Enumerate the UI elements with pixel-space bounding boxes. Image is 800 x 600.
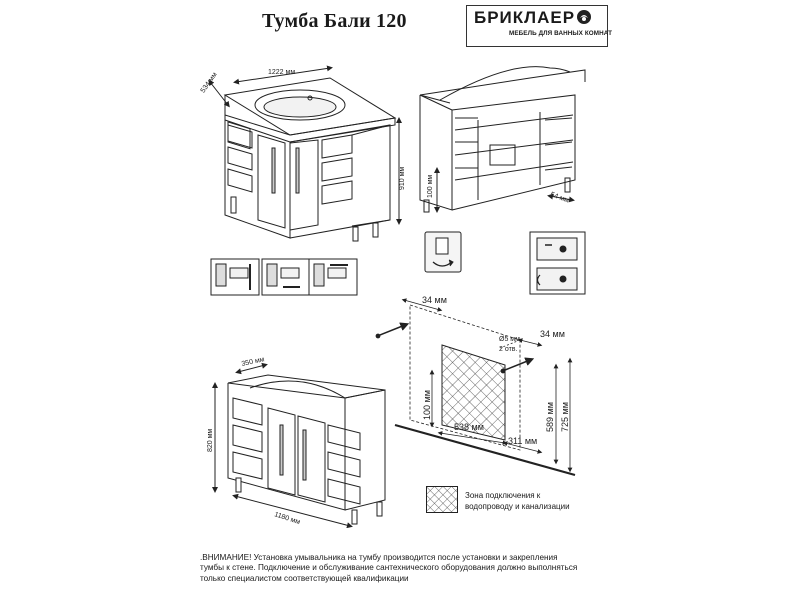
legend-text: Зона подключения к водопроводу и канализ…: [465, 490, 595, 512]
hole-note-line1: Ø5 мм: [499, 336, 520, 343]
brand-tagline: МЕБЕЛЬ ДЛЯ ВАННЫХ КОМНАТ: [509, 30, 613, 37]
bottom-depth-label: 350 мм: [241, 356, 265, 368]
open-cabinet-drawing: [419, 66, 586, 213]
bottom-width-label: 1180 мм: [273, 511, 301, 526]
height-589-label: 589 мм: [545, 402, 555, 432]
bottom-height-label: 820 мм: [207, 429, 214, 452]
open-back-offset-label: 54 мм: [549, 191, 570, 204]
top-depth-label: 534 мм: [200, 71, 219, 94]
hinge-adjust-details: [210, 258, 358, 296]
zone-width-label: 538 мм: [454, 422, 484, 432]
wall-right-offset-label: 34 мм: [540, 329, 565, 339]
leg-adjust-detail: [424, 231, 462, 273]
top-width-label: 1222 мм: [268, 69, 295, 76]
page-title: Тумба Бали 120: [262, 10, 407, 32]
brand-name: БРИКЛАЕР: [474, 8, 576, 27]
warning-line1: .ВНИМАНИЕ! Установка умывальника на тумб…: [200, 553, 558, 562]
warning-line3: только специалистом соответствующей квал…: [200, 573, 409, 583]
wall-top-offset-label: 34 мм: [422, 295, 447, 305]
warning-note: .ВНИМАНИЕ! Установка умывальника на тумб…: [200, 553, 595, 584]
bottom-cabinet-drawing: [212, 362, 386, 529]
height-725-label: 725 мм: [560, 402, 570, 432]
open-leg-height-label: 100 мм: [427, 175, 434, 198]
wall-mount-detail: [529, 231, 586, 295]
zone-side-label: 311 мм: [508, 436, 537, 446]
legend-hatch-swatch: [426, 486, 458, 513]
brand-logo-icon: [577, 10, 591, 24]
top-height-label: 910 мм: [399, 167, 406, 190]
zone-height-label: 100 мм: [422, 390, 432, 420]
top-cabinet-drawing: [208, 65, 402, 242]
hole-note-line2: 2 отв.: [499, 346, 518, 353]
legend-line1: Зона подключения к: [465, 491, 541, 500]
warning-line2: тумбы к стене. Подключение и обслуживани…: [200, 563, 578, 573]
wall-connection-scheme: [375, 298, 576, 477]
legend-line2: водопроводу и канализации: [465, 502, 570, 511]
